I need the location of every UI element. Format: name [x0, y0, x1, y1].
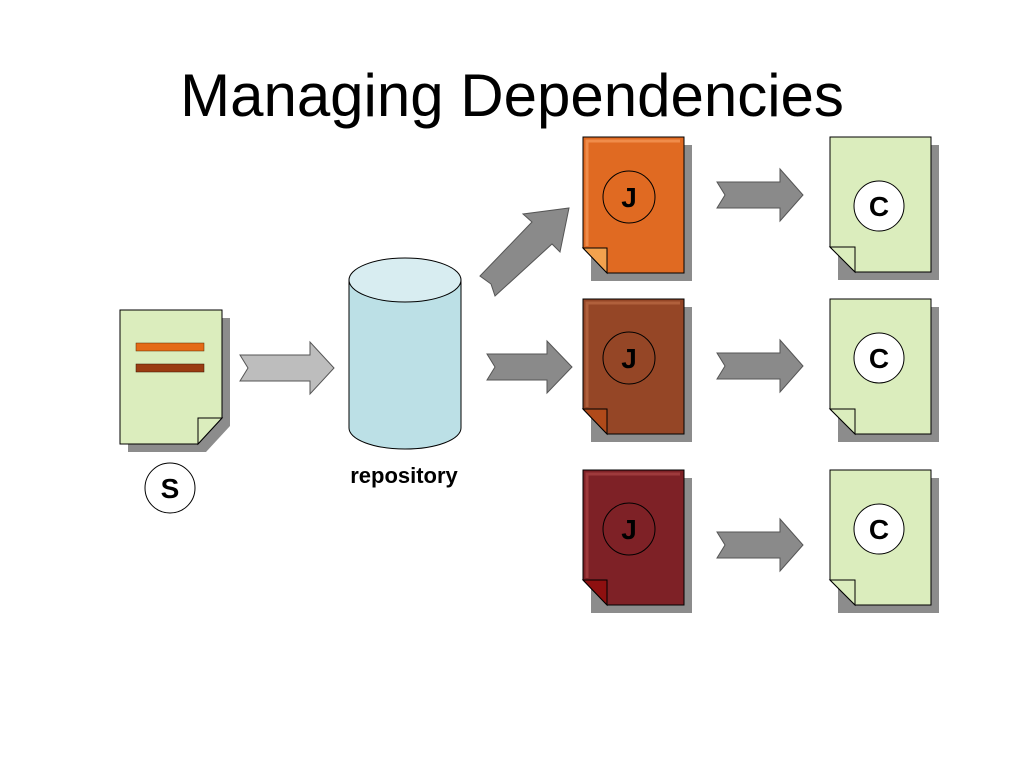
output-document-2-fold	[828, 408, 856, 436]
jar-badge-3	[602, 502, 656, 556]
jar-document-2-page	[582, 298, 685, 435]
output-document-1-fold	[828, 246, 856, 274]
repository-cylinder-body	[348, 279, 462, 450]
source-line-brown	[135, 363, 205, 373]
source-document	[119, 309, 230, 452]
jar-badge-3-label: J	[621, 514, 637, 545]
jar-document-3-page	[582, 469, 685, 606]
jar-document-1-page	[582, 136, 685, 274]
repository-cylinder-top	[348, 257, 462, 303]
output-document-3: C	[828, 469, 939, 613]
repository-label: repository	[350, 463, 458, 488]
output-badge-3	[853, 503, 905, 555]
source-badge: S	[144, 462, 196, 514]
arrow-jar-to-output-2	[716, 338, 804, 394]
jar-badge-1	[602, 170, 656, 224]
jar-document-2-fold	[581, 408, 608, 436]
jar-document-1: J	[581, 136, 692, 281]
jar-badge-2-label: J	[621, 343, 637, 374]
arrow-repository-to-jar-1	[479, 207, 570, 297]
jar-document-3-fold	[581, 579, 608, 607]
repository-cylinder	[348, 257, 462, 450]
jar-badge-1-label: J	[621, 182, 637, 213]
output-document-2: C	[828, 298, 939, 442]
jar-badge-2	[602, 331, 656, 385]
jar-document-1-highlight	[585, 139, 680, 246]
jar-document-3: J	[581, 469, 692, 613]
output-badge-2-label: C	[869, 343, 889, 374]
output-badge-3-label: C	[869, 514, 889, 545]
arrow-repository-to-jar-2	[486, 339, 573, 395]
output-document-1: C	[828, 136, 939, 280]
jar-document-2-highlight	[585, 301, 680, 407]
arrow-jar-to-output-1	[716, 167, 804, 223]
source-document-fold	[197, 417, 224, 446]
slide-title: Managing Dependencies	[180, 62, 844, 129]
arrow-source-to-repository	[239, 340, 335, 396]
output-badge-2	[853, 332, 905, 384]
arrow-jar-to-output-3	[716, 517, 804, 573]
jar-document-3-highlight	[585, 472, 680, 578]
output-badge-1	[853, 180, 905, 232]
output-badge-1-label: C	[869, 191, 889, 222]
jar-document-2: J	[581, 298, 692, 442]
source-badge-label: S	[161, 473, 180, 504]
output-document-3-fold	[828, 579, 856, 607]
jar-document-1-fold	[581, 247, 608, 275]
source-line-orange	[135, 342, 205, 352]
